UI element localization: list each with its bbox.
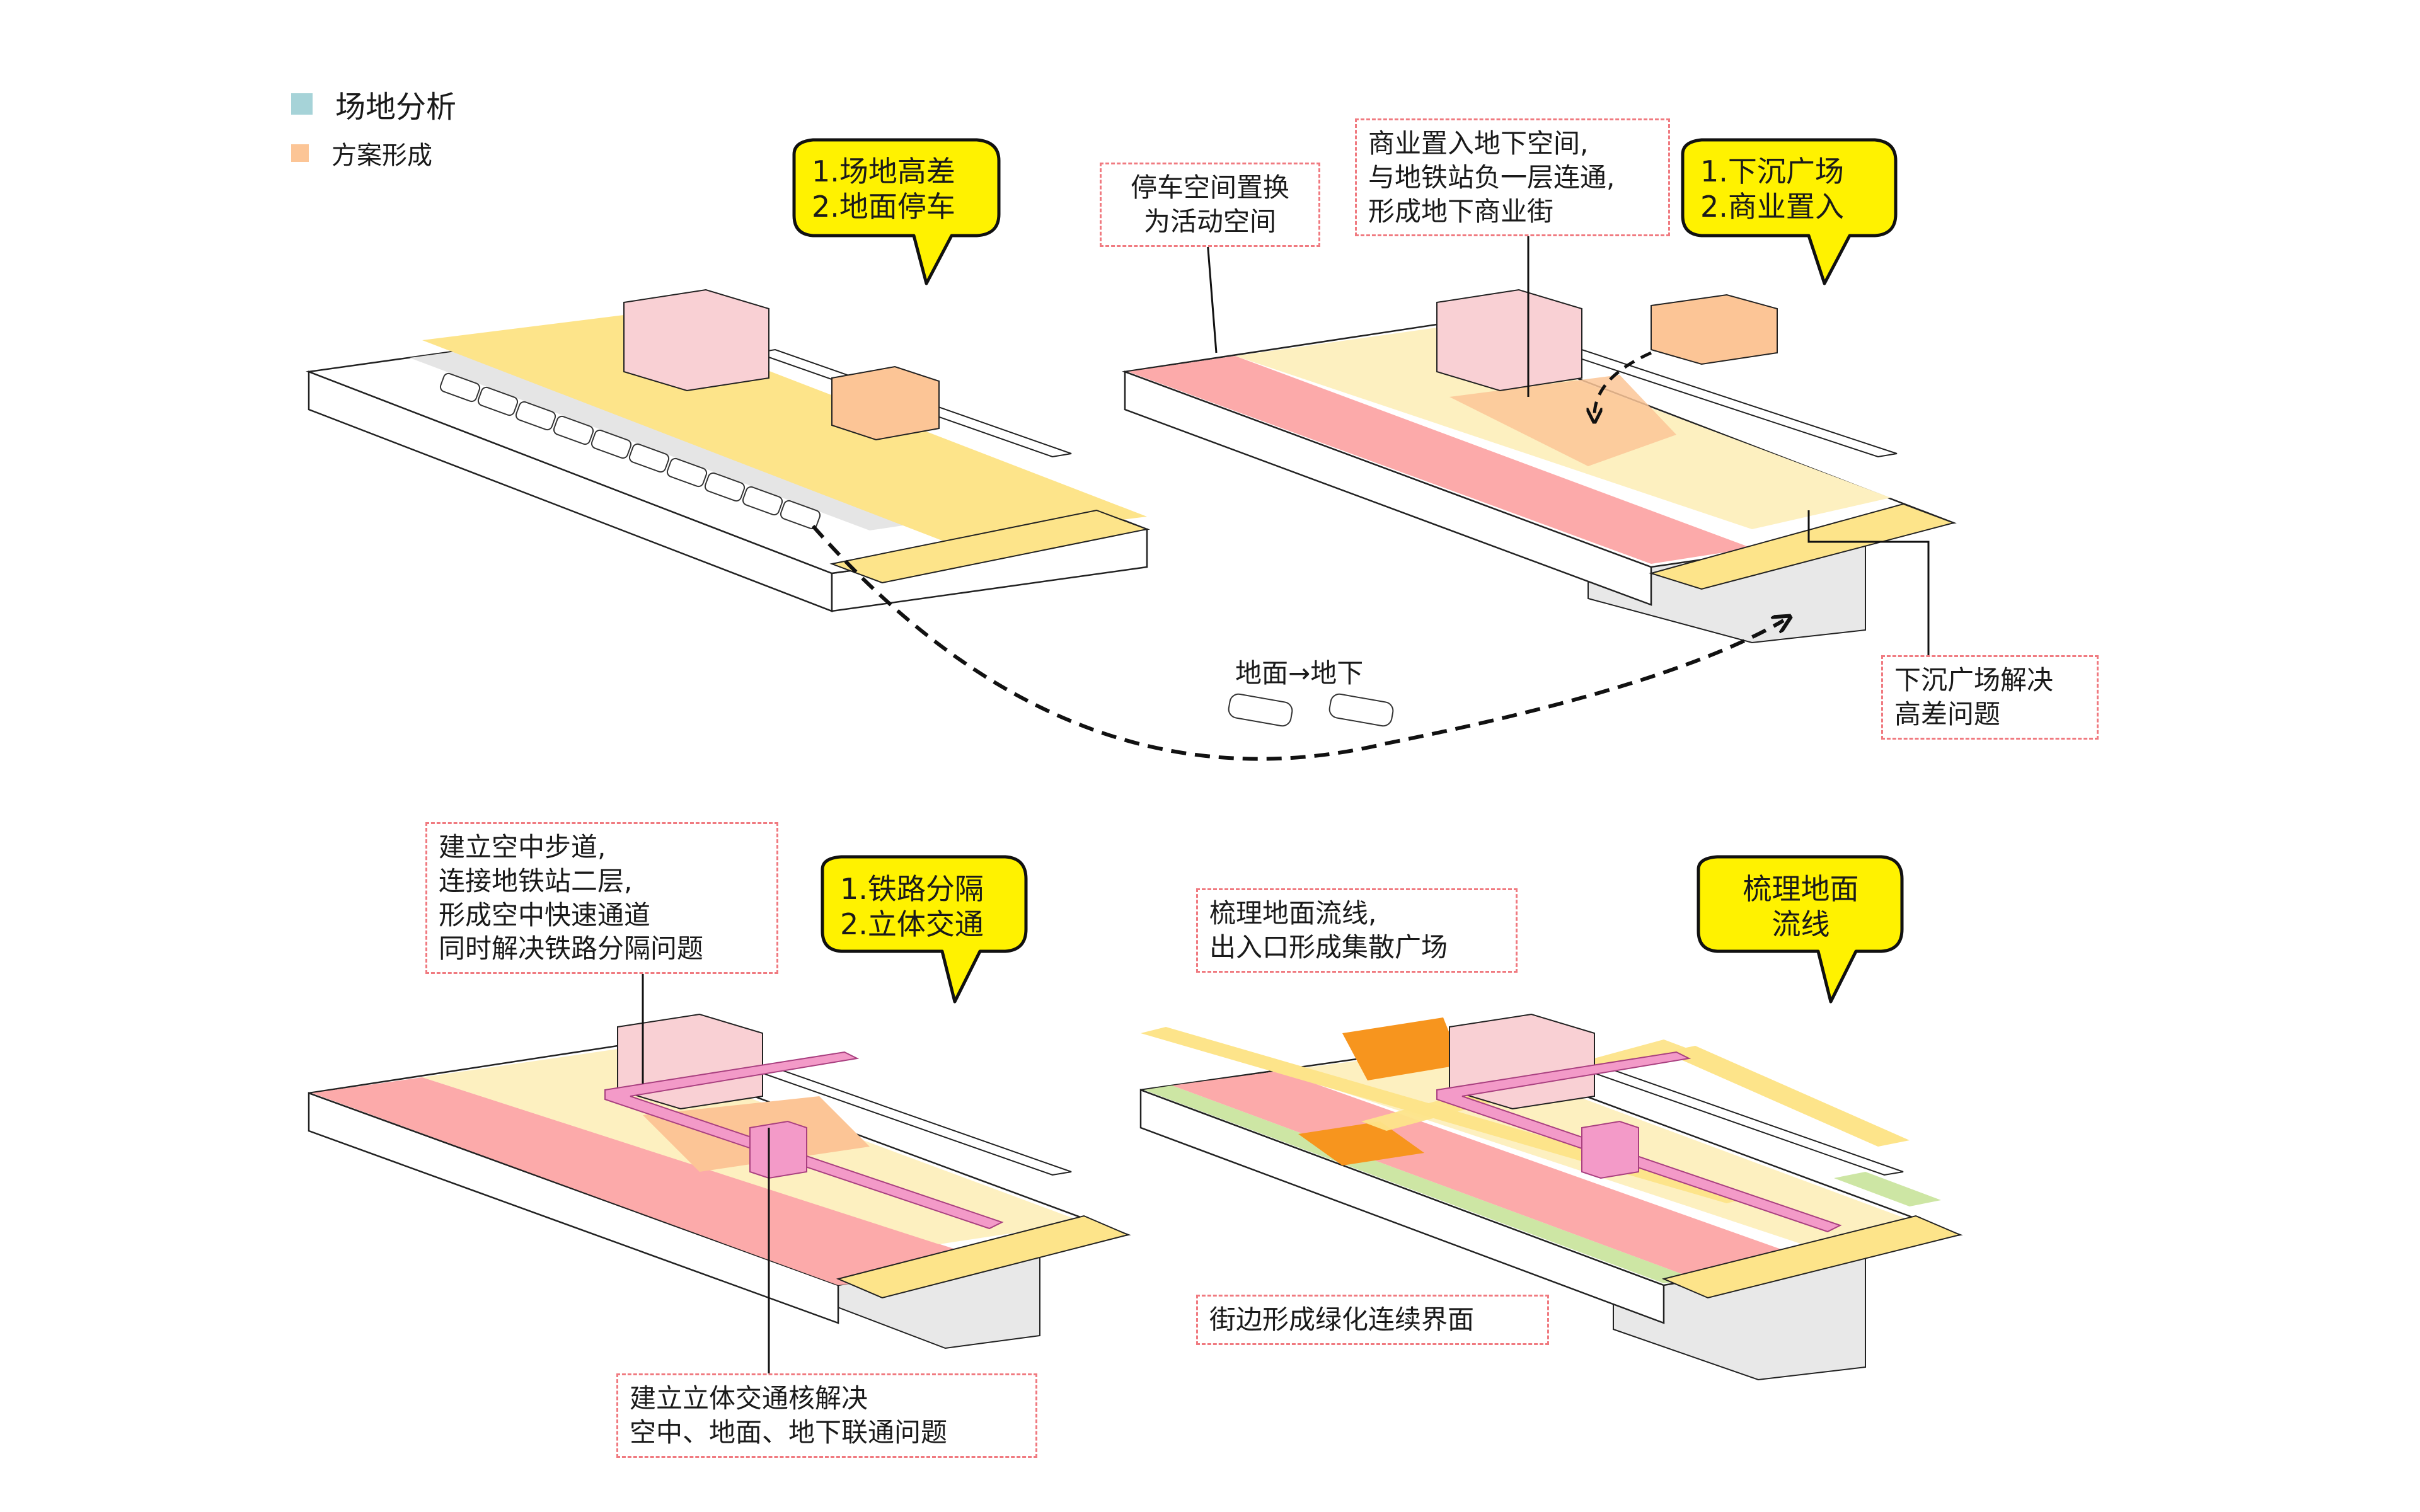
bubble-panel1 <box>792 138 1001 285</box>
legend-item-scheme: 方案形成 <box>291 135 432 171</box>
legend-label: 方案形成 <box>331 141 432 170</box>
bubble-text-panel4: 梳理地面 流线 <box>1743 872 1859 942</box>
skywalk <box>604 1051 1004 1230</box>
commerce-zone <box>1449 375 1676 466</box>
commerce-arrow <box>1594 351 1652 416</box>
bubble-text-panel2: 1.下沉广场 2.商业置入 <box>1700 154 1844 224</box>
activity-pink <box>312 1077 1008 1285</box>
flow-band-3 <box>1664 1046 1910 1147</box>
bubble-panel3 <box>821 855 1028 1004</box>
legend-swatch <box>291 144 309 162</box>
bubble-panel4 <box>1697 855 1904 1004</box>
transport-core <box>1581 1120 1639 1179</box>
building-pink <box>1436 289 1582 392</box>
green-edge-front <box>1144 1085 1695 1283</box>
ground-yellow <box>422 315 1147 542</box>
box-peach-floating <box>1651 294 1778 365</box>
sunken-strip <box>1649 503 1956 590</box>
sunken-strip <box>1661 1215 1962 1299</box>
building-pink <box>623 289 769 392</box>
transport-core <box>749 1120 807 1179</box>
note-parking-conversion: 停车空间置换 为活动空间 <box>1100 163 1320 247</box>
plaza-orange-2 <box>1342 1017 1462 1080</box>
transfer-cars <box>1228 693 1394 727</box>
leader-sunken <box>1807 510 1930 655</box>
box-peach <box>831 365 940 441</box>
parked-cars <box>439 372 821 530</box>
legend-label: 场地分析 <box>335 89 457 125</box>
note-green-edge: 街边形成绿化连续界面 <box>1196 1295 1549 1345</box>
bubble-text-panel1: 1.场地高差 2.地面停车 <box>812 154 955 224</box>
transfer-label: 地面→地下 <box>1235 658 1364 689</box>
panel2-model <box>1122 224 1957 655</box>
skywalk <box>1436 1051 1842 1233</box>
panel4-model <box>1139 1013 1963 1381</box>
sunken-strip <box>836 1215 1131 1299</box>
note-skywalk: 建立空中步道, 连接地铁站二层, 形成空中快速通道 同时解决铁路分隔问题 <box>425 822 778 974</box>
legend-item-site-analysis: 场地分析 <box>291 82 456 126</box>
note-sunken-plaza: 下沉广场解决 高差问题 <box>1881 655 2099 740</box>
legend-swatch <box>291 93 313 115</box>
plaza-orange-1 <box>1298 1121 1424 1166</box>
green-edge-back <box>1834 1172 1941 1206</box>
note-ground-flow: 梳理地面流线, 出入口形成集散广场 <box>1196 888 1518 973</box>
panel1-model <box>306 289 1150 612</box>
activity-space-pink <box>1128 356 1752 564</box>
speech-bubbles <box>792 138 1904 1004</box>
activity-pink <box>1172 1071 1802 1279</box>
note-transport-core: 建立立体交通核解决 空中、地面、地下联通问题 <box>616 1373 1037 1458</box>
leader-parking <box>1206 232 1218 353</box>
transfer-arrow <box>811 525 1783 761</box>
bubble-panel2 <box>1681 138 1898 285</box>
parking-strip <box>410 351 920 530</box>
panel3-model <box>308 964 1131 1380</box>
note-underground-commerce: 商业置入地下空间, 与地铁站负一层连通, 形成地下商业街 <box>1355 118 1670 237</box>
bubble-text-panel3: 1.铁路分隔 2.立体交通 <box>840 872 984 942</box>
ground-strip <box>829 509 1150 584</box>
